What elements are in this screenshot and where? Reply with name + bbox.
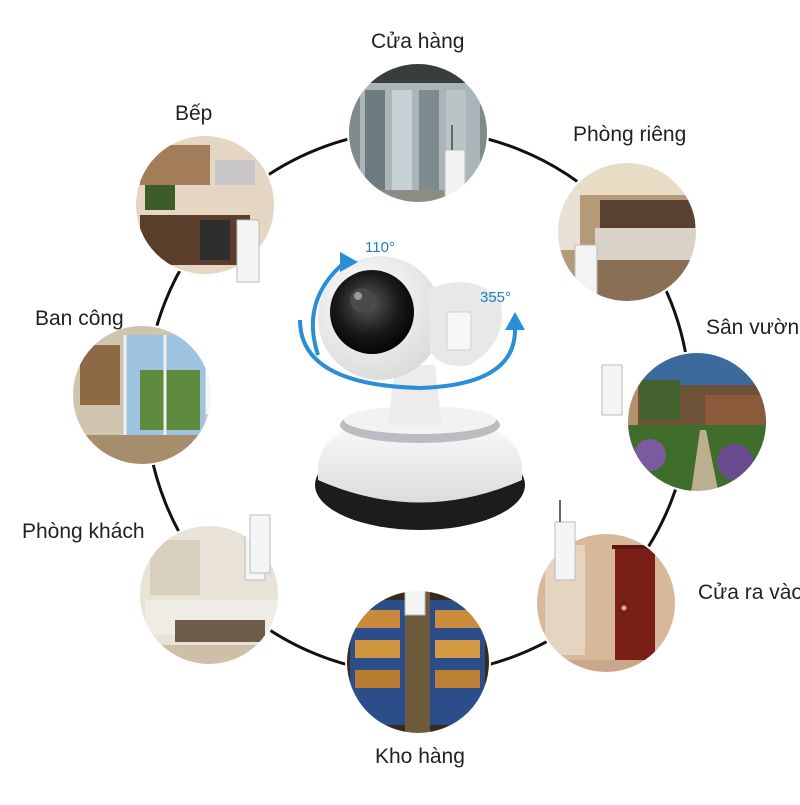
scene-frame — [138, 524, 280, 666]
pan-angle-label: 355° — [480, 289, 512, 306]
door-sensor — [554, 521, 576, 581]
label-ban-cong: Ban công — [35, 307, 124, 330]
scene-frame — [556, 161, 698, 303]
label-phong-khach: Phòng khách — [22, 520, 145, 543]
label-bep: Bếp — [175, 102, 213, 125]
bedroom-photo — [557, 162, 697, 302]
ip-camera — [315, 256, 525, 530]
label-san-vuon: Sân vườn — [706, 316, 800, 339]
door-sensor — [249, 514, 271, 574]
warehouse-photo — [346, 590, 490, 734]
label-cua-ra-vao: Cửa ra vào — [698, 581, 800, 604]
shop-entrance-photo — [348, 63, 488, 203]
scene-frame — [535, 532, 677, 674]
balcony-photo — [72, 325, 212, 465]
scene-frame — [71, 324, 213, 466]
label-cua-hang: Cửa hàng — [371, 30, 465, 53]
pan-arrow — [298, 312, 525, 391]
label-kho-hang: Kho hàng — [375, 745, 465, 768]
label-phong-rieng: Phòng riêng — [573, 123, 687, 146]
tilt-arrow — [310, 252, 358, 356]
living-room-photo — [139, 525, 279, 665]
door-sensor — [601, 364, 623, 416]
scene-frame — [626, 351, 768, 493]
scene-frame — [345, 589, 491, 735]
tilt-angle-label: 110° — [365, 239, 395, 256]
door-sensor — [236, 219, 260, 283]
door-photo — [536, 533, 676, 673]
garden-photo — [627, 352, 767, 492]
scene-frame — [134, 134, 276, 276]
scene-frame — [347, 62, 489, 204]
